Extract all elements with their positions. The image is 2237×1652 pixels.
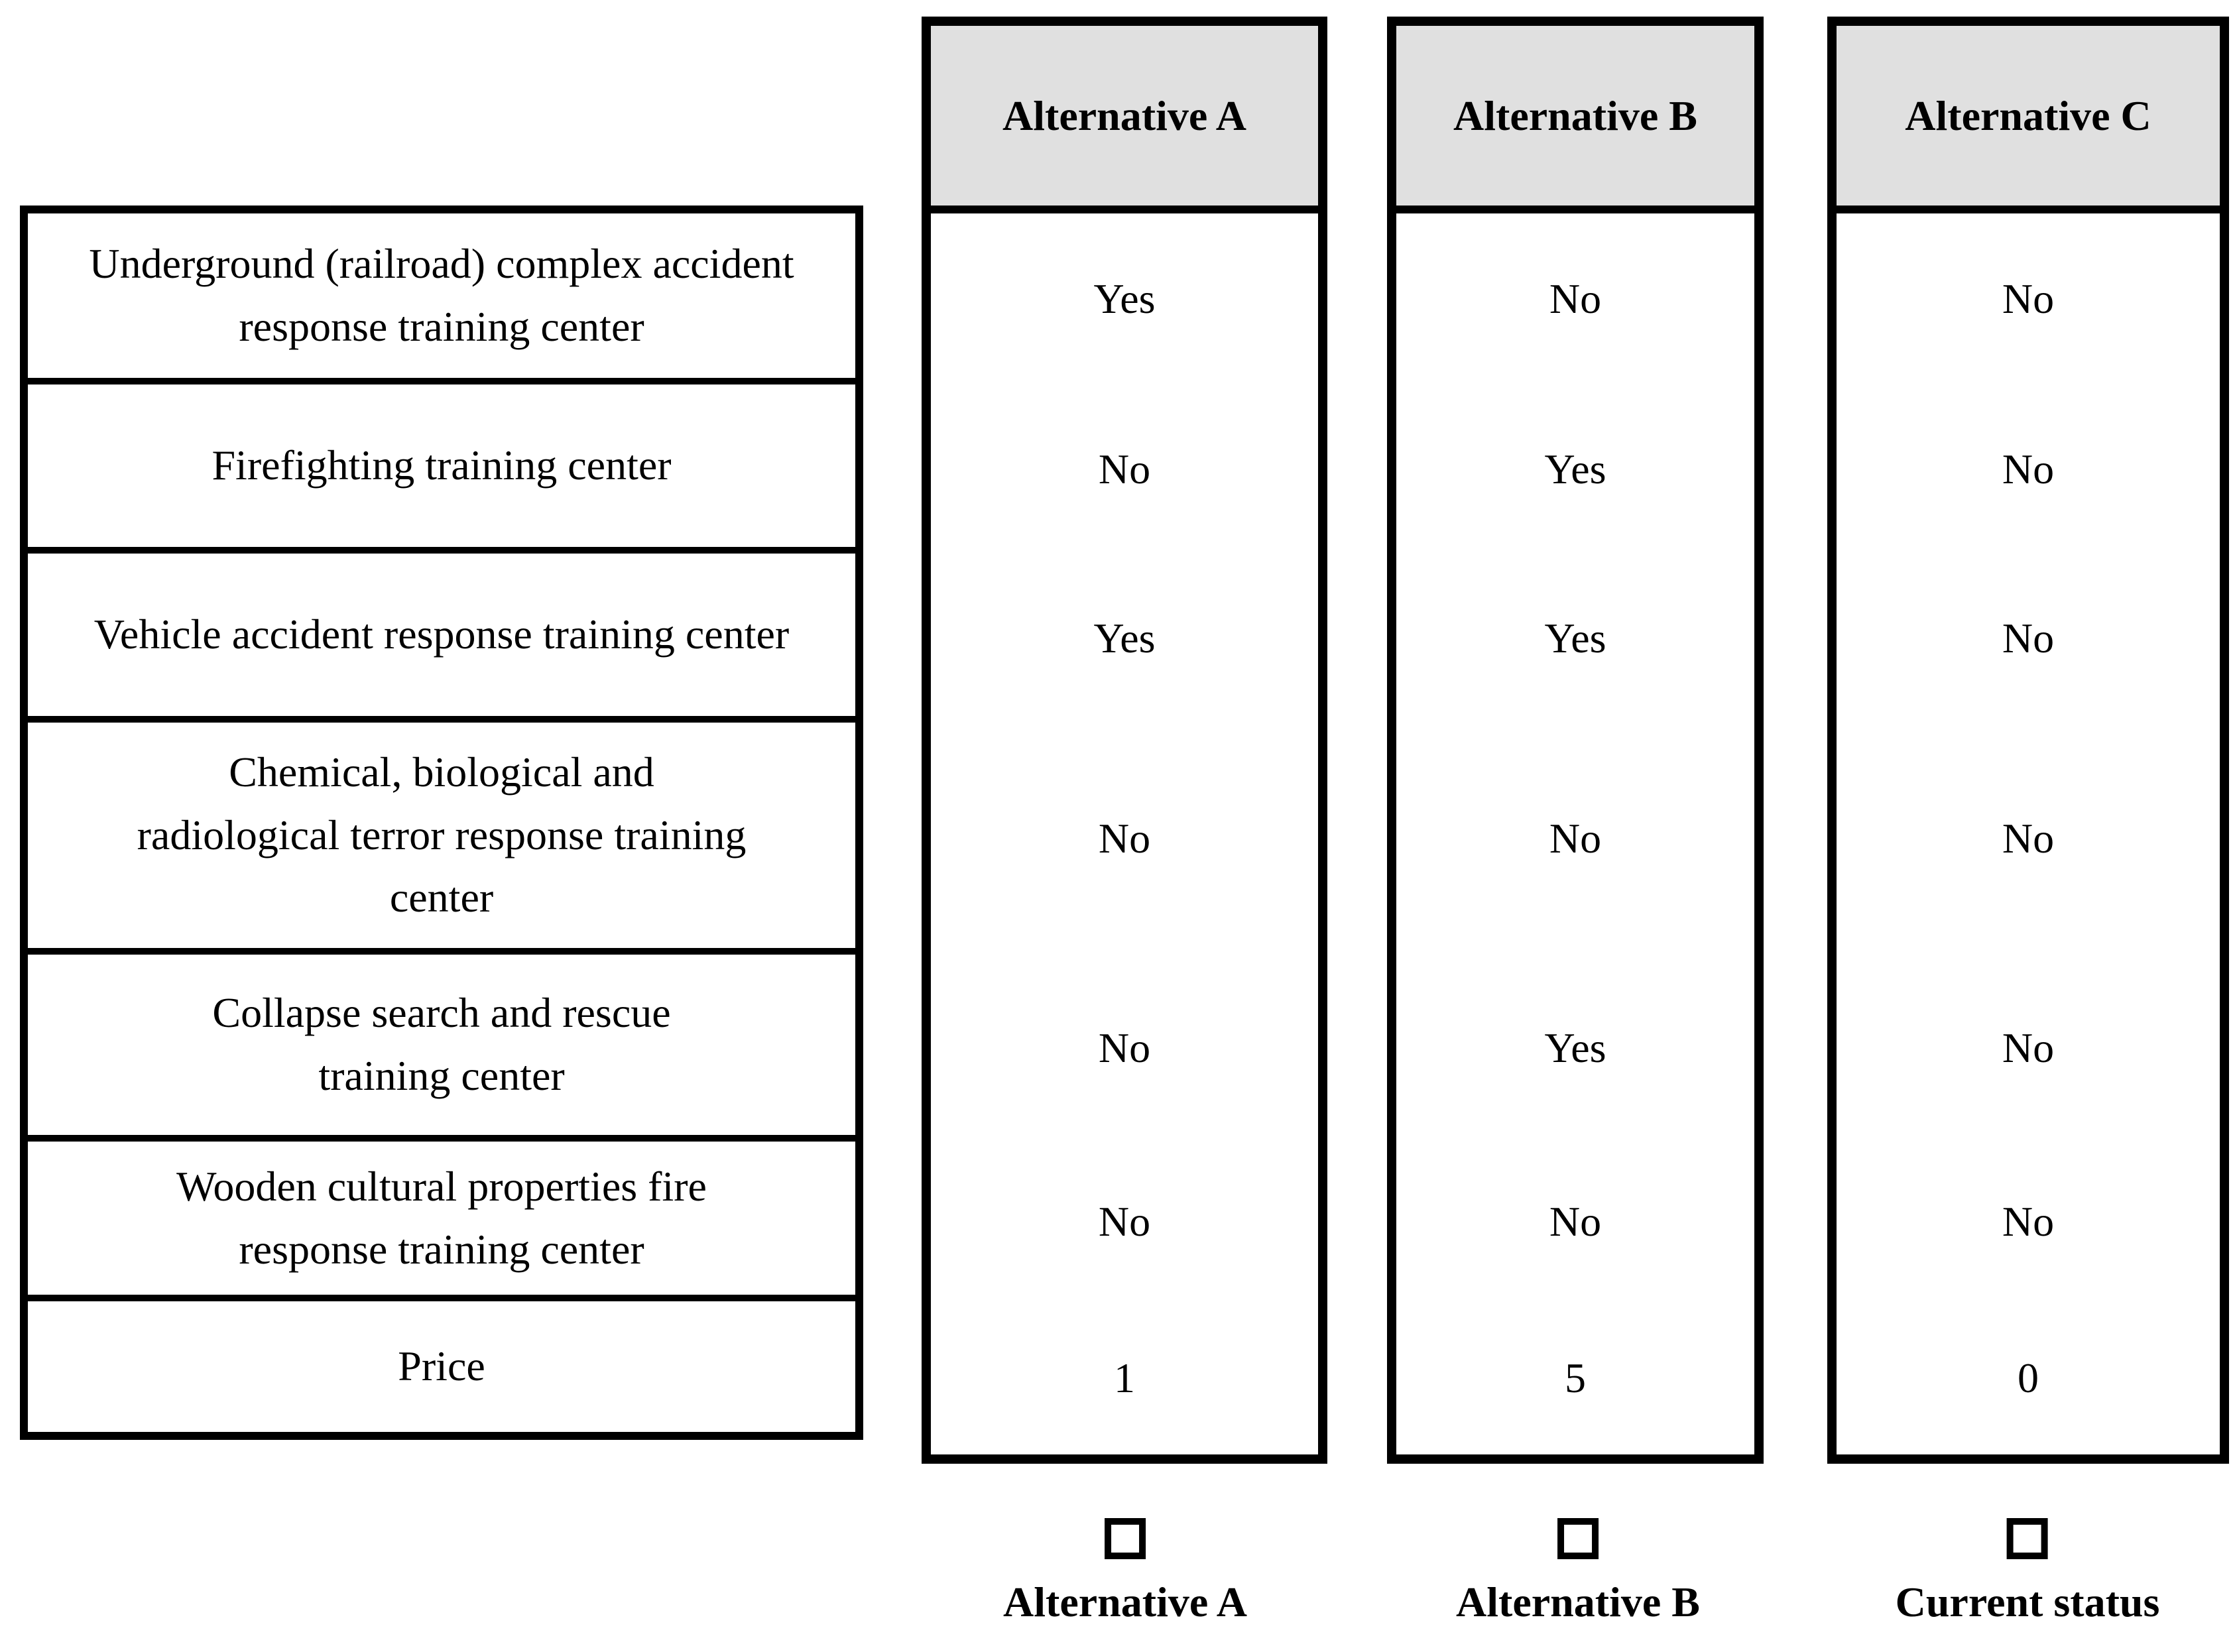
table-cell: Yes bbox=[1093, 275, 1156, 322]
alternative-b-header: Alternative B bbox=[1396, 26, 1754, 213]
alternative-b-column: Alternative B No Yes Yes No Yes No 5 bbox=[1387, 17, 1764, 1464]
table-cell: Yes bbox=[1544, 614, 1606, 662]
table-cell: No bbox=[1549, 275, 1602, 322]
alternative-a-header: Alternative A bbox=[931, 26, 1318, 213]
table-cell: No bbox=[2002, 1024, 2055, 1071]
attribute-label: Underground (railroad) complex accident … bbox=[89, 240, 794, 350]
table-cell: No bbox=[2002, 275, 2055, 322]
table-cell: Yes bbox=[1093, 614, 1156, 662]
table-cell: No bbox=[1549, 815, 1602, 862]
attribute-table: Underground (railroad) complex accident … bbox=[20, 206, 863, 1440]
table-cell: No bbox=[2002, 445, 2055, 493]
table-cell-price: 0 bbox=[2018, 1354, 2039, 1401]
choice-option-current-status: Current status bbox=[1895, 1518, 2160, 1627]
choice-label-alternative-b: Alternative B bbox=[1456, 1578, 1700, 1625]
attribute-label: Wooden cultural properties fire response… bbox=[176, 1162, 707, 1273]
attribute-row-collapse-rescue: Collapse search and rescue training cent… bbox=[28, 955, 855, 1142]
attribute-row-price: Price bbox=[28, 1301, 855, 1432]
attribute-row-wooden-cultural: Wooden cultural properties fire response… bbox=[28, 1142, 855, 1301]
table-cell-price: 1 bbox=[1114, 1354, 1135, 1401]
table-cell-price: 5 bbox=[1565, 1354, 1586, 1401]
alternative-c-column: Alternative C No No No No No No 0 bbox=[1827, 17, 2229, 1464]
table-cell: No bbox=[2002, 1197, 2055, 1245]
table-cell: Yes bbox=[1544, 445, 1606, 493]
checkbox-alternative-a[interactable] bbox=[1105, 1518, 1146, 1559]
attribute-label: Firefighting training center bbox=[212, 442, 672, 489]
table-cell: No bbox=[1549, 1197, 1602, 1245]
table-cell: No bbox=[1098, 1197, 1151, 1245]
choice-option-alternative-b: Alternative B bbox=[1456, 1518, 1700, 1627]
table-cell: No bbox=[1098, 1024, 1151, 1071]
table-cell: Yes bbox=[1544, 1024, 1606, 1071]
attribute-row-underground-complex: Underground (railroad) complex accident … bbox=[28, 213, 855, 384]
attribute-row-vehicle-accident: Vehicle accident response training cente… bbox=[28, 554, 855, 723]
alternative-c-header: Alternative C bbox=[1837, 26, 2220, 213]
attribute-row-cbr-terror: Chemical, biological and radiological te… bbox=[28, 723, 855, 955]
attribute-label: Price bbox=[398, 1342, 485, 1390]
choice-label-alternative-a: Alternative A bbox=[1003, 1578, 1247, 1625]
choice-label-current-status: Current status bbox=[1895, 1578, 2160, 1625]
checkbox-current-status[interactable] bbox=[2007, 1518, 2048, 1559]
attribute-row-firefighting: Firefighting training center bbox=[28, 384, 855, 554]
attribute-label: Collapse search and rescue training cent… bbox=[212, 989, 671, 1099]
choice-option-alternative-a: Alternative A bbox=[1003, 1518, 1247, 1627]
table-cell: No bbox=[1098, 815, 1151, 862]
table-cell: No bbox=[2002, 614, 2055, 662]
table-cell: No bbox=[2002, 815, 2055, 862]
attribute-label: Vehicle accident response training cente… bbox=[93, 611, 790, 658]
checkbox-alternative-b[interactable] bbox=[1557, 1518, 1599, 1559]
attribute-label: Chemical, biological and radiological te… bbox=[137, 748, 747, 921]
alternative-a-column: Alternative A Yes No Yes No No No 1 bbox=[922, 17, 1327, 1464]
table-cell: No bbox=[1098, 445, 1151, 493]
